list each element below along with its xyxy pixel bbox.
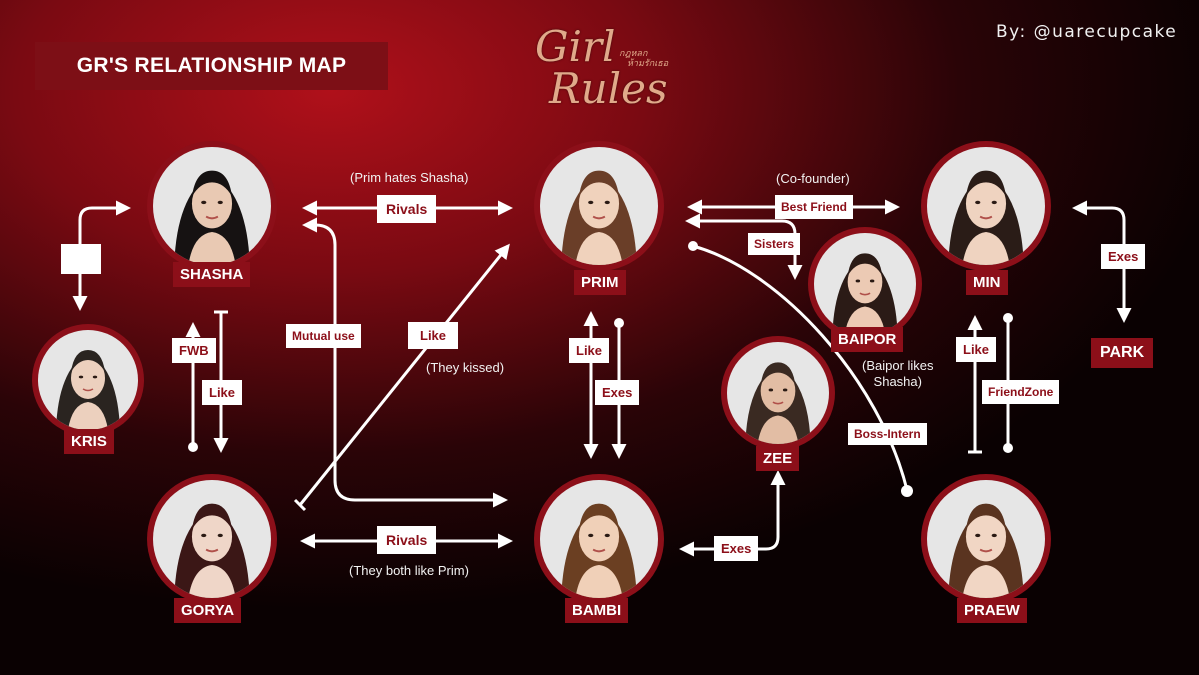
avatar-baipor[interactable] bbox=[808, 227, 922, 341]
logo-line1: Girl bbox=[535, 22, 616, 71]
avatar-min[interactable] bbox=[921, 141, 1051, 271]
label-gorya-bambi: Rivals bbox=[377, 526, 437, 554]
edge-gorya-prim-like bbox=[298, 243, 510, 506]
avatar-shasha[interactable] bbox=[147, 141, 277, 271]
name-shasha: SHASHA bbox=[173, 262, 251, 287]
portrait-praew bbox=[927, 480, 1045, 598]
logo-thai-1: กฎหลก bbox=[619, 48, 648, 58]
label-prim-min: Best Friend bbox=[775, 195, 854, 219]
label-min-praew-fz: FriendZone bbox=[982, 380, 1060, 404]
name-zee: ZEE bbox=[756, 446, 800, 471]
edge-kris-shasha bbox=[72, 200, 131, 311]
note-both-like: (They both like Prim) bbox=[349, 563, 469, 578]
avatar-zee[interactable] bbox=[721, 336, 835, 450]
edge-mutual-use bbox=[302, 217, 508, 508]
label-gorya-prim-like: Like bbox=[408, 322, 459, 349]
note-kissed: (They kissed) bbox=[426, 360, 505, 375]
logo-line2: Rules bbox=[549, 64, 668, 113]
label-prim-praew: Boss-Intern bbox=[848, 423, 927, 445]
edge-prim-praew bbox=[692, 244, 909, 491]
avatar-praew[interactable] bbox=[921, 474, 1051, 604]
name-park: PARK bbox=[1091, 338, 1154, 368]
label-prim-baipor: Sisters bbox=[748, 233, 801, 255]
avatar-kris[interactable] bbox=[32, 324, 144, 436]
name-baipor: BAIPOR bbox=[831, 327, 904, 352]
logo-thai-2: ห้ามรักเธอ bbox=[627, 58, 669, 68]
avatar-gorya[interactable] bbox=[147, 474, 277, 604]
edge-min-park bbox=[1072, 200, 1132, 323]
portrait-kris bbox=[38, 330, 138, 430]
name-kris: KRIS bbox=[64, 429, 114, 454]
portrait-zee bbox=[727, 342, 829, 444]
label-like-sg: Like bbox=[202, 380, 243, 405]
name-min: MIN bbox=[966, 270, 1008, 295]
portrait-shasha bbox=[153, 147, 271, 265]
portrait-bambi bbox=[540, 480, 658, 598]
label-fwb: FWB bbox=[172, 338, 216, 363]
credit-text: By: @uarecupcake bbox=[996, 22, 1178, 42]
map-title: GR'S RELATIONSHIP MAP bbox=[35, 42, 388, 90]
label-min-park: Exes bbox=[1101, 244, 1146, 269]
girl-rules-logo: Girl Rules กฎหลก ห้ามรักเธอ bbox=[527, 22, 677, 122]
avatar-prim[interactable] bbox=[534, 141, 664, 271]
portrait-prim bbox=[540, 147, 658, 265]
name-bambi: BAMBI bbox=[565, 598, 629, 623]
portrait-baipor bbox=[814, 233, 916, 335]
edge-zee-bambi bbox=[679, 470, 786, 557]
portrait-min bbox=[927, 147, 1045, 265]
note-prim-hates: (Prim hates Shasha) bbox=[350, 170, 469, 185]
label-zee-bambi: Exes bbox=[714, 536, 759, 561]
name-prim: PRIM bbox=[574, 270, 626, 295]
label-prim-bambi-like: Like bbox=[569, 338, 610, 363]
blank-label-kris-shasha bbox=[61, 244, 101, 274]
name-praew: PRAEW bbox=[957, 598, 1027, 623]
label-mutual-use: Mutual use bbox=[286, 324, 361, 348]
label-min-praew-like: Like bbox=[956, 337, 997, 362]
name-gorya: GORYA bbox=[174, 598, 242, 623]
label-prim-bambi-exes: Exes bbox=[595, 380, 640, 405]
note-baipor-likes: (Baipor likes Shasha) bbox=[862, 358, 934, 389]
note-cofounder: (Co-founder) bbox=[776, 171, 850, 186]
avatar-bambi[interactable] bbox=[534, 474, 664, 604]
label-shasha-prim: Rivals bbox=[377, 195, 437, 223]
portrait-gorya bbox=[153, 480, 271, 598]
